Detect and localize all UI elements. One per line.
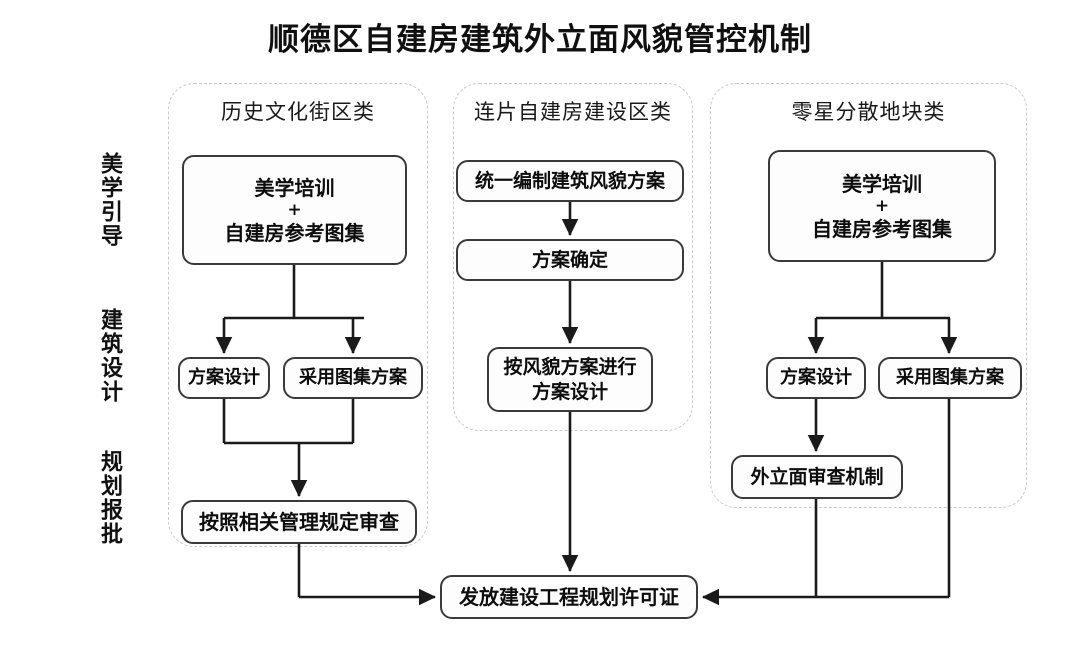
stage-label-aesthetic-guidance: 美学引导 <box>97 152 123 248</box>
box-col3-adopt-atlas[interactable]: 采用图集方案 <box>878 357 1022 399</box>
box-col1-aesthetic-training[interactable]: 美学培训 + 自建房参考图集 <box>182 155 407 265</box>
box-col3-adopt-atlas-label: 采用图集方案 <box>896 367 1004 389</box>
page-title: 顺德区自建房建筑外立面风貌管控机制 <box>268 22 812 58</box>
box-col1-aesthetic-plus: + <box>287 199 302 220</box>
box-col2-unified-plan[interactable]: 统一编制建筑风貌方案 <box>456 160 684 202</box>
box-col3-aesthetic-line1: 美学培训 <box>842 171 922 196</box>
group-title-scattered-parcel: 零星分散地块类 <box>791 100 946 124</box>
box-col1-scheme-design-label: 方案设计 <box>188 367 260 389</box>
group-historic-district: 历史文化街区类 <box>168 83 428 547</box>
box-col2-design-line2: 方案设计 <box>531 380 608 403</box>
box-col3-aesthetic-plus: + <box>874 195 890 216</box>
group-contiguous-selfbuilt-zone: 连片自建房建设区类 <box>453 83 693 431</box>
box-final-construction-permit-label: 发放建设工程规划许可证 <box>459 585 679 609</box>
box-col2-unified-plan-label: 统一编制建筑风貌方案 <box>474 169 665 192</box>
box-col1-aesthetic-line1: 美学培训 <box>254 175 335 200</box>
box-final-construction-permit[interactable]: 发放建设工程规划许可证 <box>440 575 698 619</box>
box-col2-plan-confirmation-label: 方案确定 <box>531 248 608 271</box>
box-col3-scheme-design-label: 方案设计 <box>780 367 852 389</box>
stage-label-architectural-design: 建筑设计 <box>97 308 123 404</box>
group-title-contiguous-selfbuilt-zone: 连片自建房建设区类 <box>474 100 672 124</box>
box-col2-design-line1: 按风貌方案进行 <box>503 355 637 378</box>
box-col3-facade-review-mechanism[interactable]: 外立面审查机制 <box>731 455 903 499</box>
box-col2-design-per-plan[interactable]: 按风貌方案进行 方案设计 <box>487 347 653 412</box>
box-col1-aesthetic-line2: 自建房参考图集 <box>224 220 365 245</box>
box-col1-regulation-review[interactable]: 按照相关管理规定审查 <box>181 500 417 544</box>
box-col1-adopt-atlas-label: 采用图集方案 <box>299 367 407 389</box>
box-col1-regulation-review-label: 按照相关管理规定审查 <box>199 510 399 534</box>
box-col3-scheme-design[interactable]: 方案设计 <box>766 357 866 399</box>
box-col3-facade-review-label: 外立面审查机制 <box>750 465 884 488</box>
box-col3-aesthetic-line2: 自建房参考图集 <box>812 216 952 241</box>
box-col2-plan-confirmation[interactable]: 方案确定 <box>456 239 684 281</box>
box-col1-adopt-atlas[interactable]: 采用图集方案 <box>283 357 423 399</box>
group-title-historic-district: 历史文化街区类 <box>221 100 375 124</box>
group-scattered-parcel: 零星分散地块类 <box>710 83 1027 508</box>
box-col3-aesthetic-training[interactable]: 美学培训 + 自建房参考图集 <box>768 150 996 262</box>
box-col1-scheme-design[interactable]: 方案设计 <box>178 357 270 399</box>
stage-label-planning-approval: 规划报批 <box>97 450 123 546</box>
